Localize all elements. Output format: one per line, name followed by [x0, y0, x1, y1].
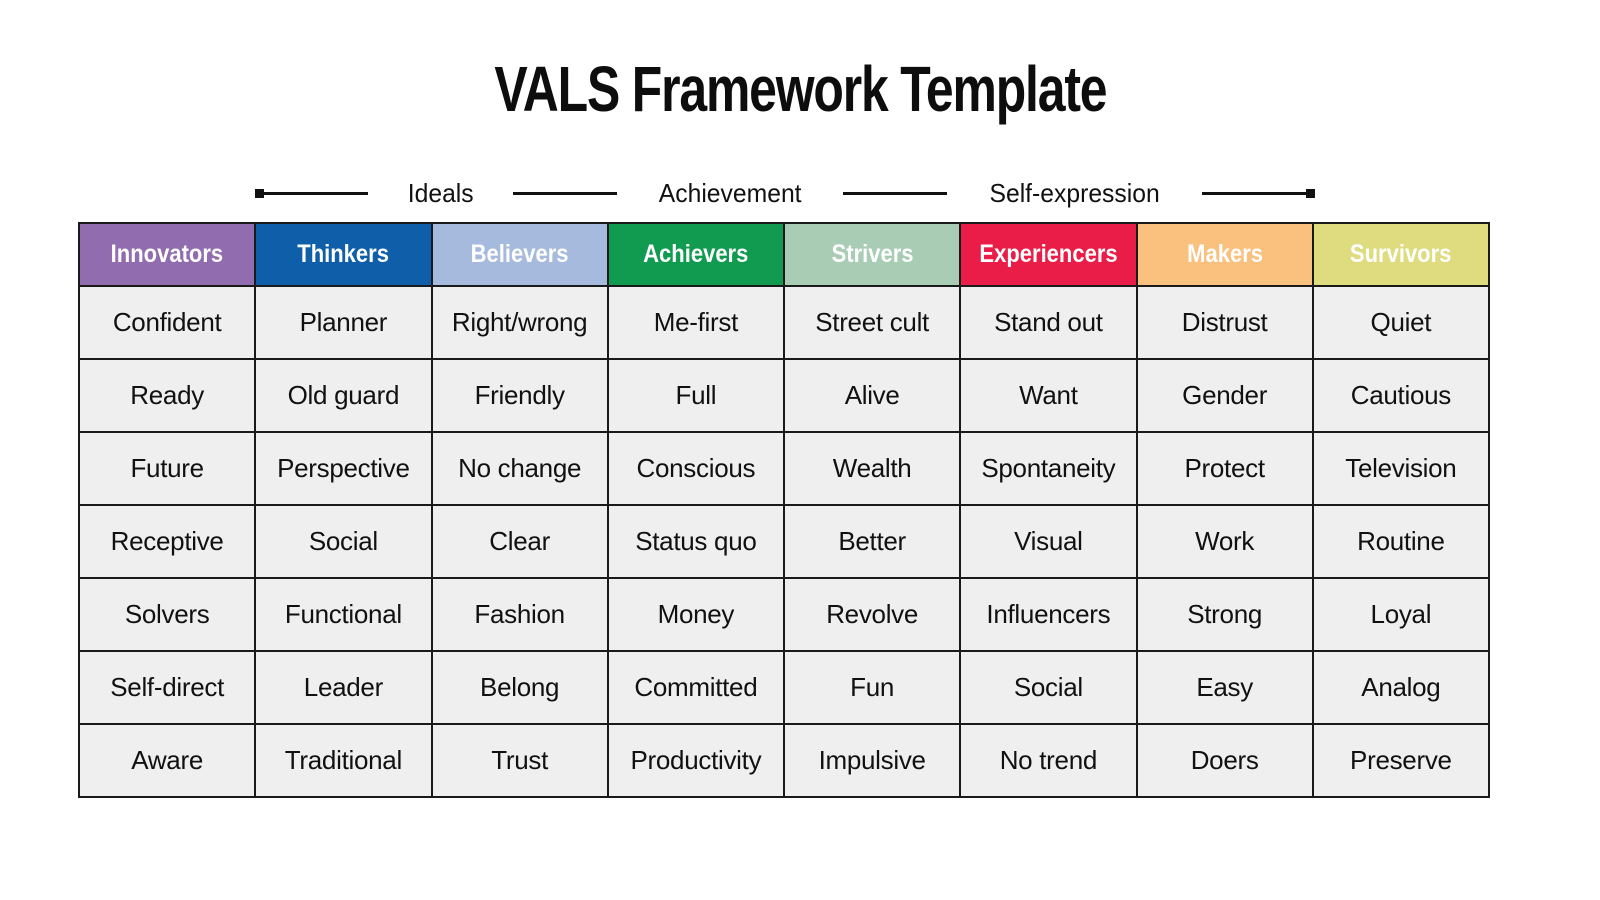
axis-start-marker: [255, 188, 264, 198]
table-cell: Me-first: [606, 285, 786, 360]
axis-line: [1202, 191, 1307, 195]
axis-label-ideals: Ideals: [407, 177, 474, 208]
table-cell: Social: [254, 504, 433, 579]
table-cell: Protect: [1135, 431, 1314, 506]
axis-label-self-expression: Self-expression: [989, 177, 1160, 208]
table-cell: Alive: [782, 358, 962, 433]
table-cell: Solvers: [77, 577, 257, 652]
column-header-innovators: Innovators: [77, 222, 257, 287]
column-header-label: Believers: [470, 240, 569, 268]
table-cell: Revolve: [782, 577, 962, 652]
table-cell: Wealth: [782, 431, 962, 506]
table-cell: Ready: [77, 358, 257, 433]
table-cell: Strong: [1135, 577, 1314, 652]
table-cell: Work: [1135, 504, 1314, 579]
table-cell: Influencers: [959, 577, 1138, 652]
table-cell: Preserve: [1311, 723, 1491, 798]
table-cell: Doers: [1135, 723, 1314, 798]
table-cell: Loyal: [1311, 577, 1491, 652]
table-cell: Functional: [254, 577, 433, 652]
column-header-label: Innovators: [110, 240, 224, 268]
column-header-label: Achievers: [643, 240, 749, 268]
table-cell: Quiet: [1311, 285, 1491, 360]
table-cell: Trust: [430, 723, 609, 798]
column-header-label: Strivers: [831, 240, 914, 268]
table-cell: Full: [606, 358, 786, 433]
table-cell: Street cult: [782, 285, 962, 360]
table-header-row: Innovators Thinkers Believers Achievers Stri…: [77, 222, 1491, 287]
table-cell: Cautious: [1311, 358, 1491, 433]
table-cell: Analog: [1311, 650, 1491, 725]
table-cell: Clear: [430, 504, 609, 579]
table-cell: Productivity: [606, 723, 786, 798]
table-cell: Fashion: [430, 577, 609, 652]
table-cell: No change: [430, 431, 609, 506]
axis-line: [513, 191, 617, 195]
column-header-experiencers: Experiencers: [959, 222, 1138, 287]
table-cell: Leader: [254, 650, 433, 725]
column-header-survivors: Survivors: [1311, 222, 1491, 287]
table-cell: Easy: [1135, 650, 1314, 725]
table-cell: Old guard: [254, 358, 433, 433]
table-cell: Visual: [959, 504, 1138, 579]
table-cell: Social: [959, 650, 1138, 725]
table-cell: Stand out: [959, 285, 1138, 360]
table-cell: Belong: [430, 650, 609, 725]
table-cell: Fun: [782, 650, 962, 725]
table-cell: Gender: [1135, 358, 1314, 433]
axis-label-achievement: Achievement: [658, 177, 802, 208]
table-cell: Perspective: [254, 431, 433, 506]
table-cell: Status quo: [606, 504, 786, 579]
axis-line: [264, 191, 368, 195]
table-cell: Future: [77, 431, 257, 506]
column-header-label: Thinkers: [297, 240, 390, 268]
axis-end-marker: [1306, 188, 1316, 198]
column-header-label: Experiencers: [979, 240, 1118, 268]
table-cell: Better: [782, 504, 962, 579]
table-cell: Right/wrong: [430, 285, 609, 360]
dimension-axis: Ideals Achievement Self-expression: [255, 177, 1316, 208]
table-cell: Impulsive: [782, 723, 962, 798]
table-cell: Receptive: [77, 504, 257, 579]
column-header-thinkers: Thinkers: [254, 222, 433, 287]
column-header-strivers: Strivers: [782, 222, 962, 287]
vals-table: Innovators Thinkers Believers Achievers Stri…: [77, 222, 1491, 798]
column-header-makers: Makers: [1135, 222, 1314, 287]
column-header-achievers: Achievers: [606, 222, 786, 287]
column-header-believers: Believers: [430, 222, 609, 287]
page-title-text: VALS Framework Template: [493, 53, 1107, 125]
table-cell: Traditional: [254, 723, 433, 798]
table-head: Innovators Thinkers Believers Achievers Stri…: [77, 222, 1491, 287]
table-cell: Self-direct: [77, 650, 257, 725]
table-cell: Television: [1311, 431, 1491, 506]
page-title: VALS Framework Template: [0, 52, 1600, 126]
table-cell: Want: [959, 358, 1138, 433]
table-cell: Committed: [606, 650, 786, 725]
table-cell: Distrust: [1135, 285, 1314, 360]
table-cell: Planner: [254, 285, 433, 360]
table-cell: Spontaneity: [959, 431, 1138, 506]
table-cell: Routine: [1311, 504, 1491, 579]
column-header-label: Makers: [1186, 240, 1263, 268]
table-cell: Conscious: [606, 431, 786, 506]
table-cell: Friendly: [430, 358, 609, 433]
column-header-label: Survivors: [1350, 240, 1452, 268]
table-cell: No trend: [959, 723, 1138, 798]
table-cell: Money: [606, 577, 786, 652]
axis-line: [843, 191, 948, 195]
table-cell: Aware: [77, 723, 257, 798]
table-cell: Confident: [77, 285, 257, 360]
